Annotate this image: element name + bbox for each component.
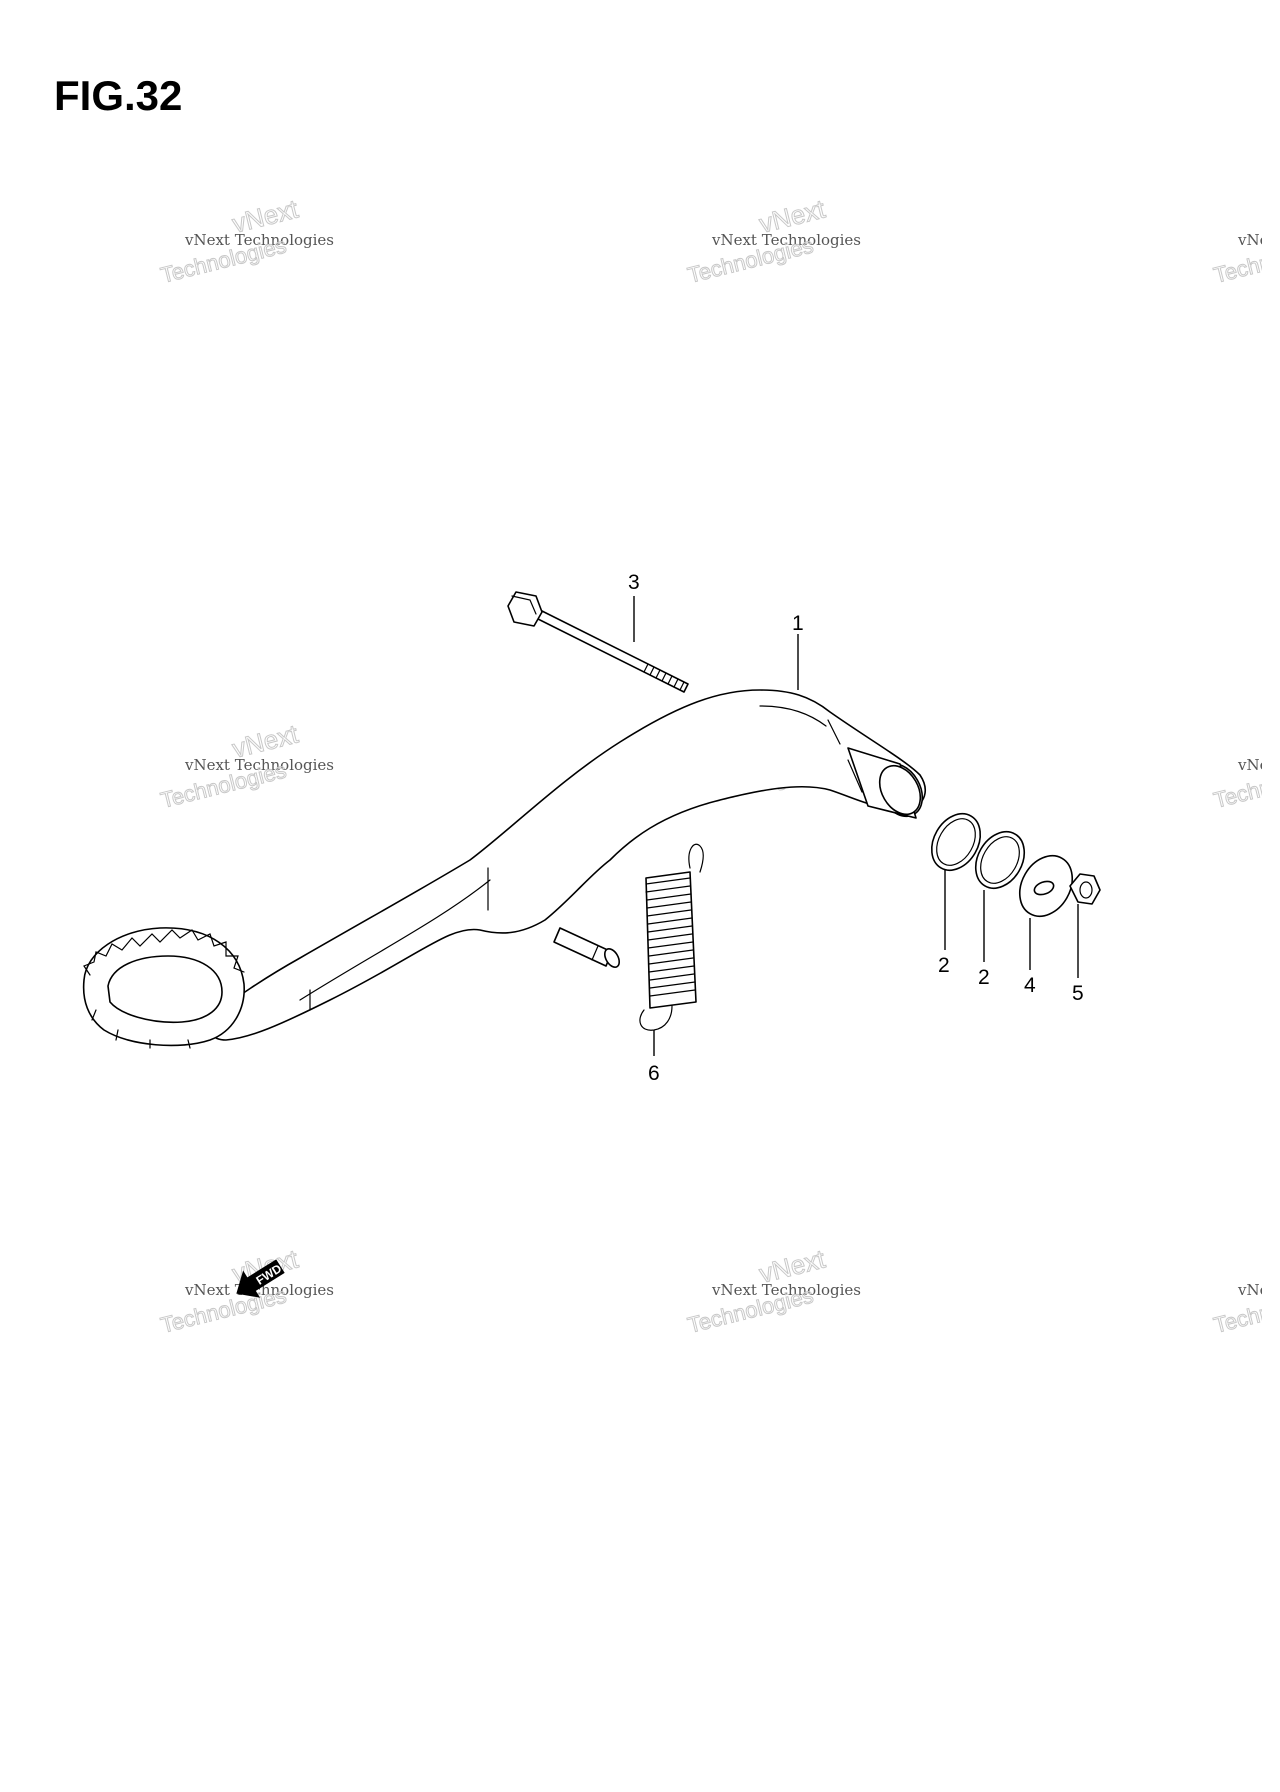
callout-nut: 5 xyxy=(1072,982,1084,1005)
watermark-text: vNext Technologies xyxy=(711,1281,861,1299)
nut-part xyxy=(1069,873,1101,905)
watermark-text: vNext Technologies xyxy=(184,756,334,774)
watermark-3: vNext vNext Technologies Technologies xyxy=(158,718,334,813)
callout-o-ring-a: 2 xyxy=(938,954,950,977)
spring-part xyxy=(639,843,704,1031)
o-ring-b-part xyxy=(974,830,1026,890)
callout-washer: 4 xyxy=(1024,974,1036,997)
watermark-text: vNext Technologies xyxy=(711,231,861,249)
o-ring-a-part xyxy=(930,812,982,872)
watermark-2: vNext vNext Technologies Technologies xyxy=(685,193,861,288)
page-edge-mask xyxy=(1262,0,1280,1792)
bolt-part xyxy=(507,591,689,693)
callout-brake-pedal: 1 xyxy=(792,612,804,635)
washer-part xyxy=(1018,855,1074,917)
watermark-group: vNext vNext Technologies Technologies vN… xyxy=(158,0,1280,1792)
watermark-6: vNext vNext Technologies Technologies xyxy=(685,1243,861,1338)
callout-bolt: 3 xyxy=(628,571,640,594)
leader-lines xyxy=(633,596,1079,1056)
callout-labels: 3 1 2 2 4 5 6 xyxy=(628,571,1084,1085)
brake-pedal-part xyxy=(82,689,926,1049)
figure-title: FIG.32 xyxy=(54,72,183,119)
callout-spring: 6 xyxy=(648,1062,660,1085)
watermark-text: vNext Technologies xyxy=(184,231,334,249)
watermark-1: vNext vNext Technologies Technologies xyxy=(158,193,334,288)
watermark-text: vNext Technologies xyxy=(184,1281,334,1299)
callout-o-ring-b: 2 xyxy=(978,966,990,989)
